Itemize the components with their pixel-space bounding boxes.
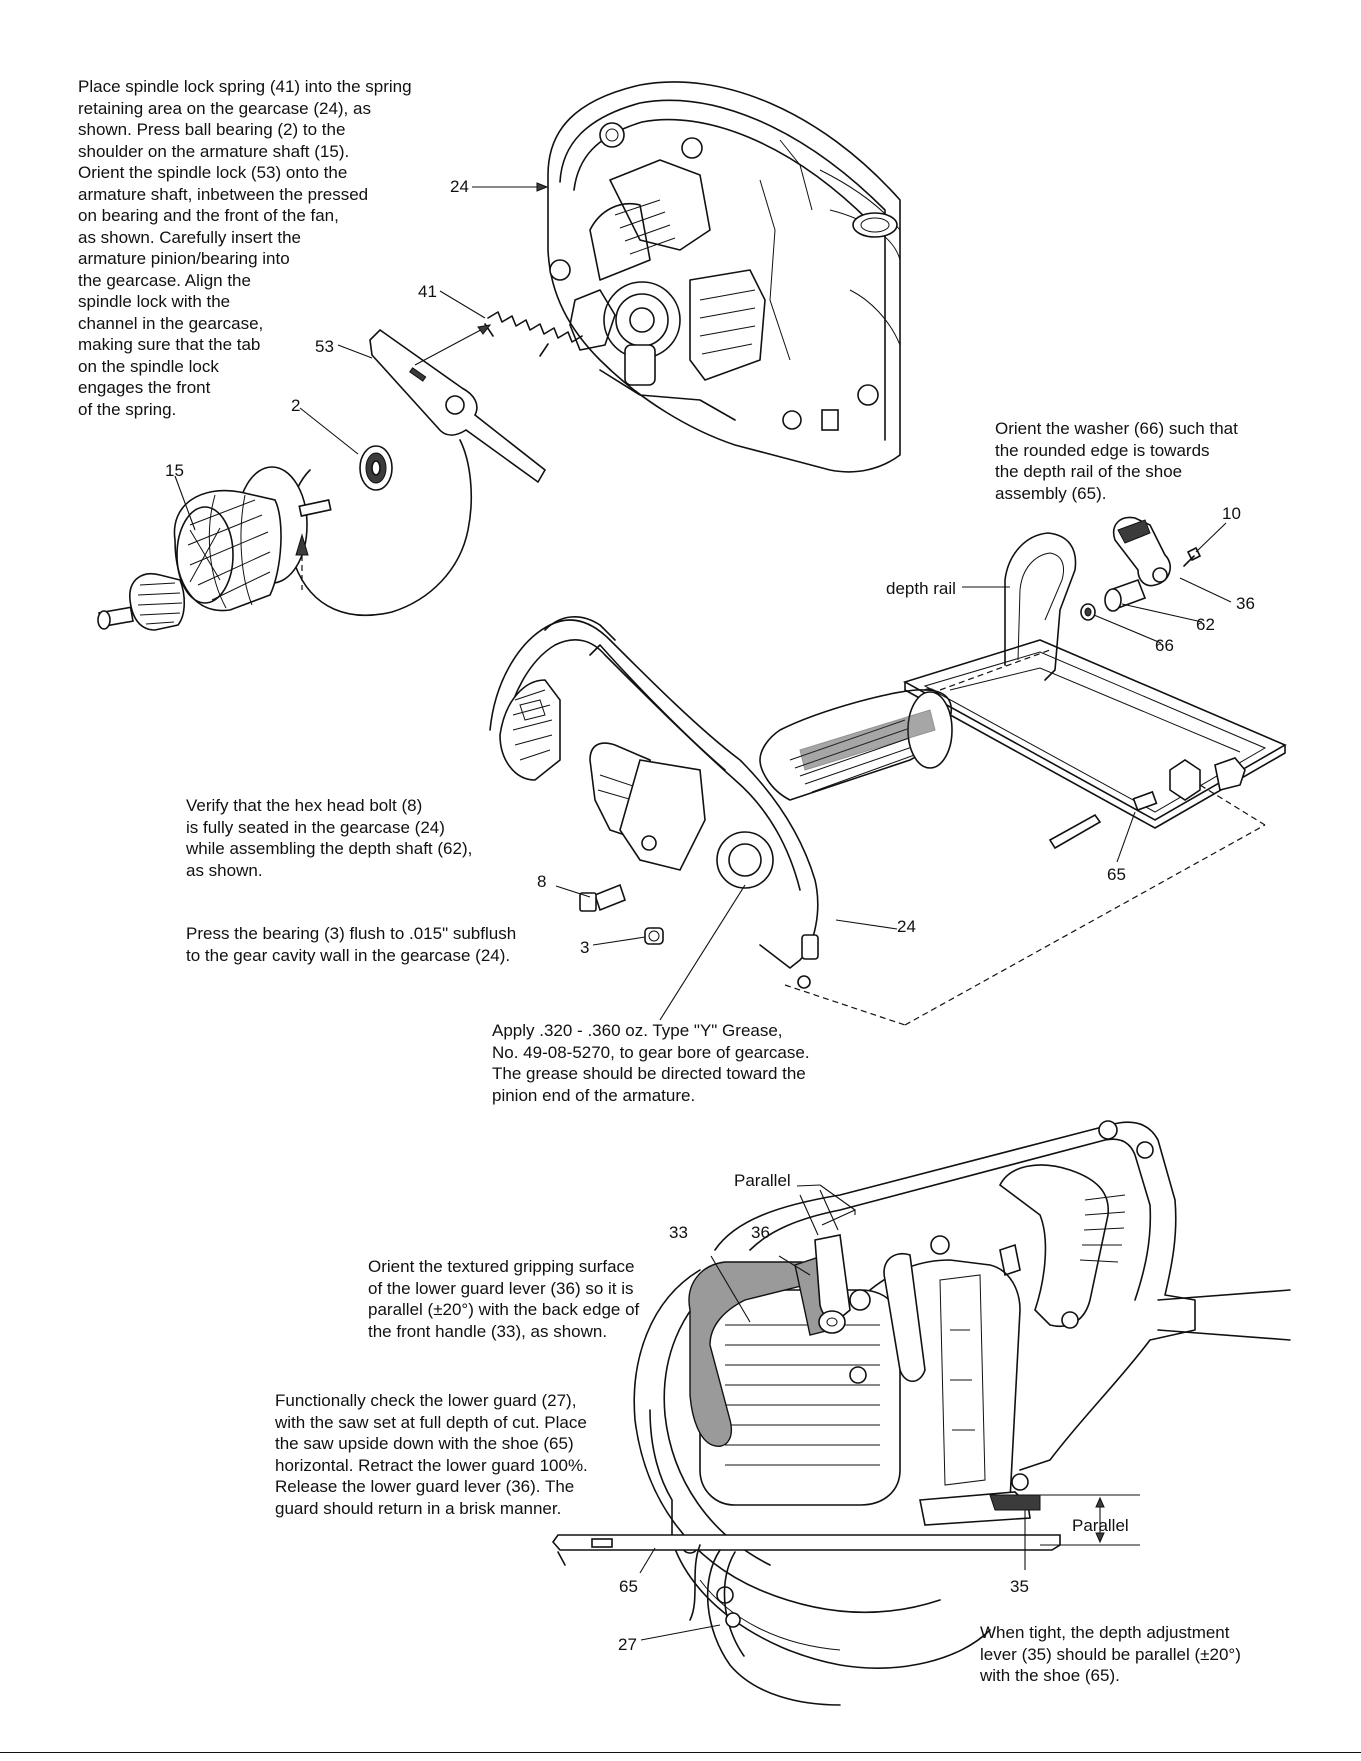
label-armature-15: 15 (165, 461, 184, 480)
label-shoe-65-middle: 65 (1107, 865, 1126, 884)
gearcase-top (547, 81, 901, 473)
page-bottom-rule (0, 1752, 1361, 1753)
bearing-instruction: Press the bearing (3) flush to .015" sub… (186, 924, 517, 965)
label-depth-lever-35: 35 (1010, 1577, 1029, 1596)
label-spindle-lock-53: 53 (315, 337, 334, 356)
spindle-lock-instruction: Place spindle lock spring (41) into the … (78, 77, 412, 419)
label-gearcase-24-top: 24 (450, 177, 469, 196)
label-hex-bolt-8: 8 (537, 872, 547, 891)
armature-15 (97, 489, 332, 631)
bearing-3 (644, 927, 664, 945)
lower-guard-instruction: Functionally check the lower guard (27),… (275, 1391, 588, 1518)
leader-lines (174, 182, 1232, 1641)
label-parallel-side: Parallel (1072, 1516, 1129, 1535)
shoe-assembly-65 (902, 532, 1287, 850)
hex-bolt-8 (579, 883, 626, 912)
label-lower-guard-27: 27 (618, 1635, 637, 1654)
hex-bolt-instruction: Verify that the hex head bolt (8) is ful… (186, 796, 473, 880)
label-depth-rail: depth rail (886, 579, 956, 598)
label-front-handle-33: 33 (669, 1223, 688, 1242)
label-gearcase-24-middle: 24 (897, 917, 916, 936)
label-lever-36-top: 36 (1236, 594, 1255, 613)
label-bushing-62: 62 (1196, 615, 1215, 634)
lever-36-top (1080, 516, 1202, 621)
depth-lever-instruction: When tight, the depth adjustment lever (… (980, 1623, 1241, 1685)
washer-instruction: Orient the washer (66) such that the rou… (995, 419, 1238, 503)
guard-lever-instruction: Orient the textured gripping surface of … (368, 1257, 640, 1341)
label-bearing-2: 2 (291, 396, 301, 415)
label-shoe-65-bottom: 65 (619, 1577, 638, 1596)
saw-body-middle (489, 615, 953, 989)
label-parallel-top: Parallel (734, 1171, 791, 1190)
label-lever-36-bottom: 36 (751, 1223, 770, 1242)
saw-side-view (551, 1120, 1291, 1706)
bearing-2 (359, 445, 393, 491)
assembly-dashed-lines (784, 649, 1266, 1026)
spindle-lock-53 (369, 324, 547, 484)
label-spring-41: 41 (418, 282, 437, 301)
label-bearing-3: 3 (580, 938, 590, 957)
grease-instruction: Apply .320 - .360 oz. Type "Y" Grease, N… (492, 1021, 810, 1105)
label-washer-66: 66 (1155, 636, 1174, 655)
label-screw-10: 10 (1222, 504, 1241, 523)
